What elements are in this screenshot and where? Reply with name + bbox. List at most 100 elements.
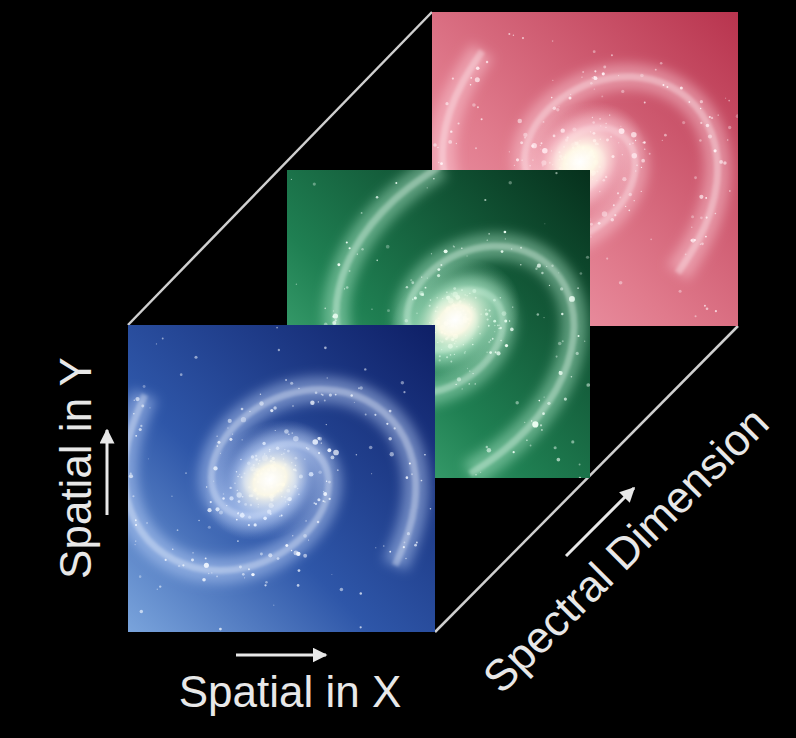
star-dot [241,408,244,411]
star-dot [140,425,142,427]
star-dot [298,388,299,389]
star-dot [437,147,438,148]
star-dot [523,133,527,137]
star-dot [383,545,384,546]
star-dot [539,400,541,402]
star-dot [433,178,434,179]
star-dot [324,501,325,502]
star-dot [337,469,339,471]
star-dot [531,420,532,421]
star-dot [641,191,642,192]
star-dot [705,236,707,238]
star-dot [590,223,593,226]
star-dot [216,436,217,437]
star-dot [466,255,467,256]
star-dot [216,445,218,447]
star-dot [561,313,563,315]
star-dot [297,584,300,587]
star-dot [577,287,579,289]
star-dot [292,405,294,407]
star-dot [606,258,608,260]
star-dot [329,498,331,500]
star-dot [445,102,448,105]
star-dot [324,400,326,402]
star-dot [146,522,147,523]
star-dot [204,563,209,568]
star-dot [140,610,143,613]
star-dot [700,108,701,109]
star-dot [691,239,695,243]
star-dot [159,585,161,587]
star-dot [586,383,590,387]
star-dot [410,279,412,281]
star-dot [559,371,563,375]
star-dot [273,605,274,606]
star-dot [251,573,254,576]
star-dot [308,539,309,540]
star-dot [326,424,327,425]
star-dot [570,94,571,95]
star-dot [551,265,553,267]
star-dot [700,100,703,103]
star-dot [359,386,362,389]
star-dot [198,520,199,521]
star-dot [178,565,180,567]
star-dot [486,61,488,63]
star-dot [511,248,512,249]
star-dot [611,54,613,56]
star-dot [551,97,553,99]
star-dot [700,216,703,219]
star-dot [404,542,406,544]
star-dot [706,307,709,310]
star-dot [318,401,319,402]
star-dot [515,401,518,404]
star-dot [453,245,454,246]
star-dot [260,553,263,556]
star-dot [448,140,452,144]
star-dot [549,285,550,286]
star-dot [376,259,378,261]
star-dot [241,417,246,422]
star-dot [438,162,439,163]
star-dot [701,242,704,245]
star-dot [346,286,349,289]
star-dot [660,62,663,65]
star-dot [590,236,591,237]
star-dot [522,37,524,39]
star-dot [192,552,193,553]
star-dot [472,373,473,374]
star-dot [394,427,396,429]
star-dot [520,264,522,266]
axis-label: Spatial in Y [54,357,98,579]
star-dot [540,424,542,426]
star-dot [634,200,635,201]
star-dot [655,69,657,71]
star-dot [475,147,477,149]
star-dot [375,547,376,548]
star-dot [729,190,730,191]
star-dot [132,495,134,497]
star-dot [403,546,405,548]
star-dot [557,458,561,462]
star-dot [273,406,276,409]
star-dot [723,161,726,164]
star-dot [537,264,541,268]
star-dot [700,122,702,124]
star-dot [594,70,596,72]
star-dot [335,394,337,396]
star-dot [424,454,426,456]
star-dot [406,476,409,479]
star-dot [135,397,139,401]
star-dot [376,196,378,198]
star-dot [728,126,731,129]
star-dot [486,446,488,448]
star-dot [227,427,228,428]
panel-ground [128,325,435,632]
star-dot [714,149,717,152]
star-dot [406,286,408,288]
star-dot [524,137,525,138]
star-dot [358,387,360,389]
axis-arrow [236,654,326,657]
star-dot [554,446,557,449]
